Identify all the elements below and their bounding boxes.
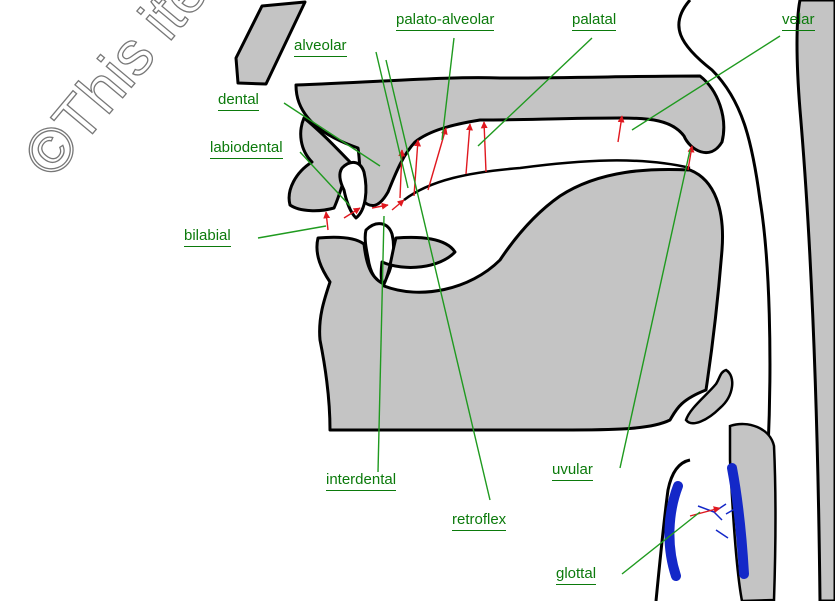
lower-jaw	[317, 169, 723, 430]
label-labiodental: labiodental	[210, 140, 283, 159]
label-dental: dental	[218, 92, 259, 111]
label-retroflex: retroflex	[452, 512, 506, 531]
label-velar: velar	[782, 12, 815, 31]
label-bilabial: bilabial	[184, 228, 231, 247]
label-palatal: palatal	[572, 12, 616, 31]
upper-incisor	[340, 162, 366, 218]
leader-bilabial	[258, 226, 326, 238]
label-alveolar: alveolar	[294, 38, 347, 57]
label-uvular: uvular	[552, 462, 593, 481]
label-interdental: interdental	[326, 472, 396, 491]
back-of-head	[797, 0, 835, 601]
label-palato-alveolar: palato-alveolar	[396, 12, 494, 31]
label-glottal: glottal	[556, 566, 596, 585]
